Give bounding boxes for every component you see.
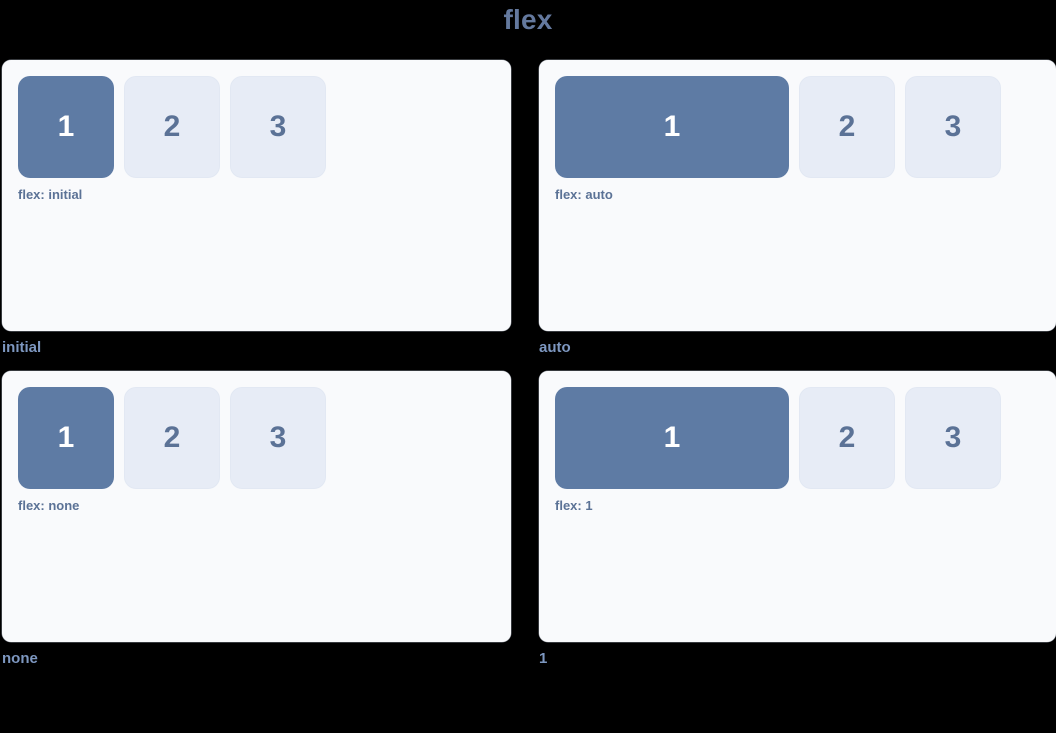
code-label-none: flex: none [18, 498, 80, 513]
demo-cell-initial: 1 2 3 flex: initial initial [0, 60, 528, 357]
flex-container-one: 1 2 3 [555, 387, 1040, 489]
demo-row-top: 1 2 3 flex: initial initial 1 2 3 flex: … [0, 60, 1056, 357]
demo-row-bottom: 1 2 3 flex: none none 1 2 3 flex: 1 [0, 371, 1056, 668]
demo-cell-one: 1 2 3 flex: 1 1 [528, 371, 1056, 668]
flex-item-2[interactable]: 2 [799, 76, 895, 178]
flex-item-2[interactable]: 2 [124, 76, 220, 178]
flex-item-1[interactable]: 1 [555, 387, 789, 489]
demo-cell-auto: 1 2 3 flex: auto auto [528, 60, 1056, 357]
caption-initial: initial [2, 339, 42, 356]
flex-item-3[interactable]: 3 [230, 76, 326, 178]
flex-item-1[interactable]: 1 [18, 76, 114, 178]
caption-auto: auto [539, 339, 571, 356]
code-label-initial: flex: initial [18, 187, 83, 202]
page-title: flex [503, 4, 553, 35]
demo-card-one: 1 2 3 flex: 1 [539, 371, 1056, 642]
flex-item-3[interactable]: 3 [905, 387, 1001, 489]
code-label-auto: flex: auto [555, 187, 613, 202]
flex-container-auto: 1 2 3 [555, 76, 1040, 178]
demo-card-none: 1 2 3 flex: none [2, 371, 511, 642]
flex-container-none: 1 2 3 [18, 387, 495, 489]
caption-none: none [2, 650, 38, 667]
row-spacer [0, 357, 1056, 371]
flex-item-1[interactable]: 1 [555, 76, 789, 178]
caption-one: 1 [539, 650, 548, 667]
code-label-one: flex: 1 [555, 498, 593, 513]
flex-item-2[interactable]: 2 [124, 387, 220, 489]
flex-container-initial: 1 2 3 [18, 76, 495, 178]
demo-grid: 1 2 3 flex: initial initial 1 2 3 flex: … [0, 60, 1056, 668]
demo-card-auto: 1 2 3 flex: auto [539, 60, 1056, 331]
flex-item-3[interactable]: 3 [905, 76, 1001, 178]
flex-item-3[interactable]: 3 [230, 387, 326, 489]
flex-item-1[interactable]: 1 [18, 387, 114, 489]
demo-card-initial: 1 2 3 flex: initial [2, 60, 511, 331]
demo-cell-none: 1 2 3 flex: none none [0, 371, 528, 668]
flex-item-2[interactable]: 2 [799, 387, 895, 489]
